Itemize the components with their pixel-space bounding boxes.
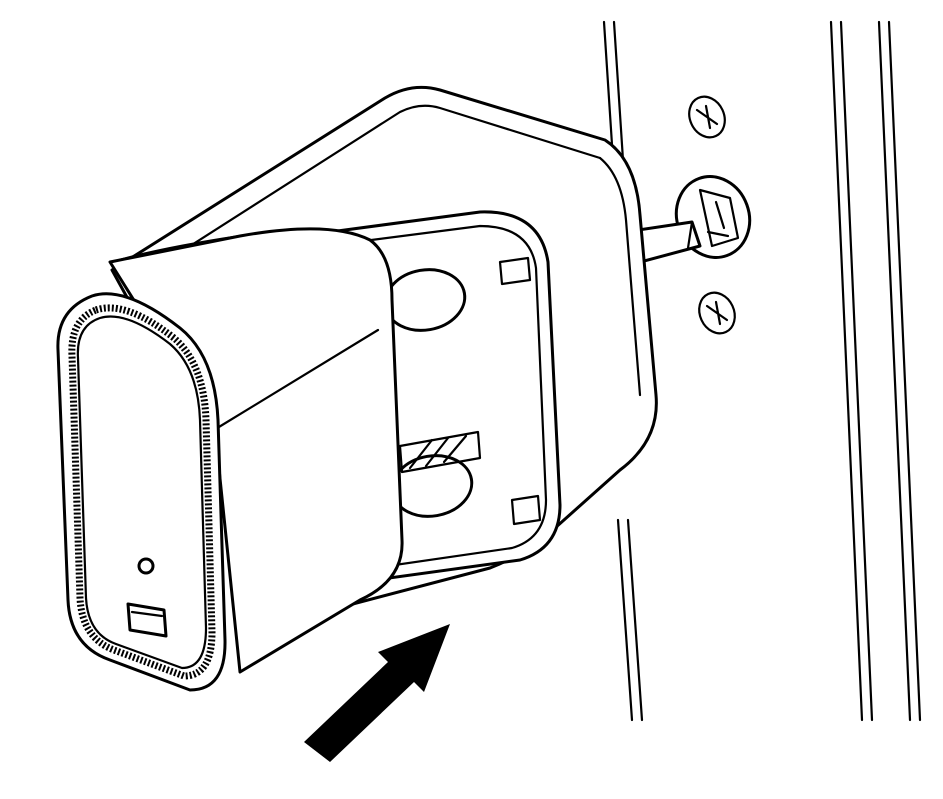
plate-slot-top xyxy=(498,256,532,286)
wall-socket xyxy=(674,95,752,335)
wall-rails xyxy=(602,20,922,722)
screw-top xyxy=(688,95,726,139)
plug-adapter xyxy=(56,85,702,692)
plate-slot-bottom xyxy=(510,494,542,526)
indicator-light xyxy=(137,557,155,575)
adapter-front-face xyxy=(56,292,227,692)
screw-bottom xyxy=(698,291,736,335)
plate-latch xyxy=(398,430,482,474)
front-face-rim xyxy=(68,304,216,680)
usb-port xyxy=(126,602,168,638)
insert-arrow xyxy=(304,624,450,762)
